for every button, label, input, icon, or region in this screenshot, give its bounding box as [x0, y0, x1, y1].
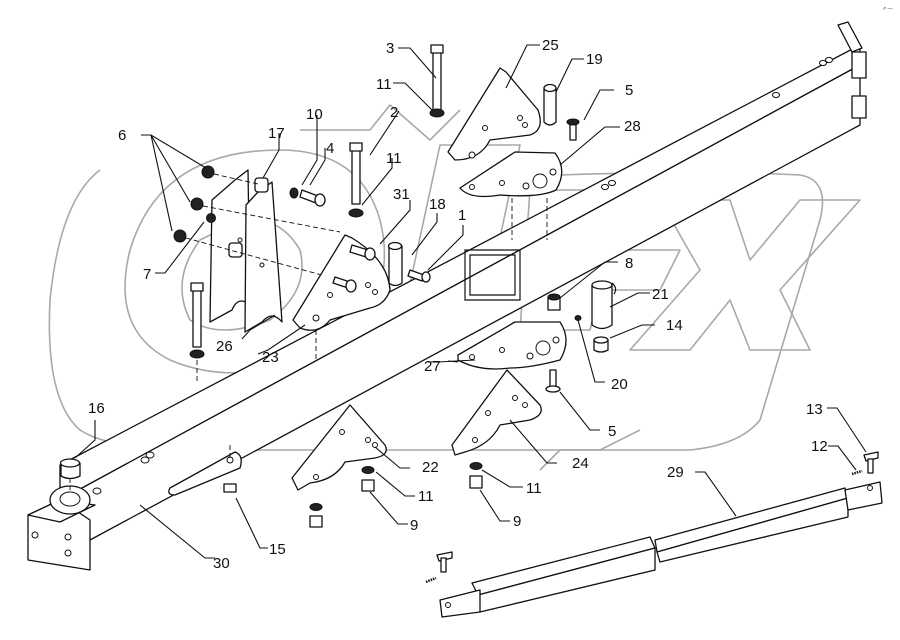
washer-11-top	[429, 108, 445, 118]
callout-18: 18	[429, 196, 446, 213]
callout-30: 30	[213, 555, 230, 572]
beam-cross-section	[464, 249, 521, 301]
callout-labels: 3 11 2 10 4 17 11 6 7 31 18 1 25 19 5 28…	[88, 6, 893, 572]
callout-24: 24	[572, 455, 589, 472]
callout-12: 12	[811, 438, 828, 455]
bushing-16	[59, 458, 81, 490]
callout-3: 3	[386, 40, 394, 57]
beam-end-bracket	[27, 485, 96, 571]
bolt-4	[289, 187, 326, 207]
bracket-plate-22	[291, 404, 387, 528]
sleeve-18	[387, 241, 431, 287]
bracket-plate-25	[447, 67, 541, 161]
main-frame-beam	[59, 21, 867, 541]
callout-6: 6	[118, 127, 126, 144]
callout-11: 11	[418, 488, 434, 505]
bolt-2	[348, 142, 364, 218]
mounting-plate-27	[457, 321, 567, 370]
callout-10: 10	[306, 106, 323, 123]
nut-15	[223, 483, 237, 493]
callout-20: 20	[611, 376, 628, 393]
callout-4: 4	[326, 140, 334, 157]
callout-11: 11	[386, 150, 402, 167]
callout-1: 1	[458, 207, 466, 224]
bracket-plate-23	[292, 234, 391, 362]
callout-9: 9	[410, 517, 418, 534]
callout-13: 13	[806, 401, 823, 418]
bracket-plate-24	[451, 369, 542, 489]
mounting-plate-28	[459, 151, 563, 240]
washer-10	[289, 187, 299, 199]
callout-7: 7	[143, 266, 151, 283]
nut-9	[361, 479, 375, 492]
callout-22: 22	[422, 459, 439, 476]
callout-25: 25	[542, 37, 559, 54]
callout-11: 11	[526, 480, 542, 497]
pin-21	[591, 280, 617, 330]
callout-11: 11	[376, 76, 392, 93]
callout-8: 8	[625, 255, 633, 272]
washer-11	[469, 462, 483, 470]
callout-2: 2	[390, 104, 398, 121]
callout-16: 16	[88, 400, 105, 417]
bolt-1	[407, 269, 425, 282]
callout-14: 14	[666, 317, 683, 334]
callout-9: 9	[513, 513, 521, 530]
nuts-6	[173, 165, 341, 281]
callout-17: 17	[268, 125, 285, 142]
nut-14	[593, 336, 609, 353]
spring-pin-12	[851, 469, 863, 476]
spacer-17	[254, 177, 269, 193]
corner-mark: ↗ —	[882, 6, 893, 12]
callout-21: 21	[652, 286, 669, 303]
callout-19: 19	[586, 51, 603, 68]
callout-27: 27	[424, 358, 441, 375]
callout-26: 26	[216, 338, 233, 355]
callout-15: 15	[269, 541, 286, 558]
pin-19	[543, 83, 557, 126]
callout-31: 31	[393, 186, 410, 203]
washer-20	[574, 315, 582, 321]
washer-7	[206, 213, 216, 223]
bolt-3	[429, 44, 445, 118]
long-bolt	[189, 282, 205, 382]
gusset-plate	[168, 445, 242, 496]
nut-8	[547, 293, 561, 311]
callout-28: 28	[624, 118, 641, 135]
leader-lines	[74, 44, 867, 559]
washer-11	[348, 208, 364, 218]
callout-29: 29	[667, 464, 684, 481]
telescopic-rod-29	[425, 451, 883, 618]
callout-5: 5	[625, 82, 633, 99]
bolt-5-lower	[545, 369, 561, 393]
nut-9	[469, 475, 483, 489]
callout-5: 5	[608, 423, 616, 440]
callout-23: 23	[262, 349, 279, 366]
bolt-5-top	[566, 118, 580, 141]
clamp-plates	[209, 169, 283, 333]
